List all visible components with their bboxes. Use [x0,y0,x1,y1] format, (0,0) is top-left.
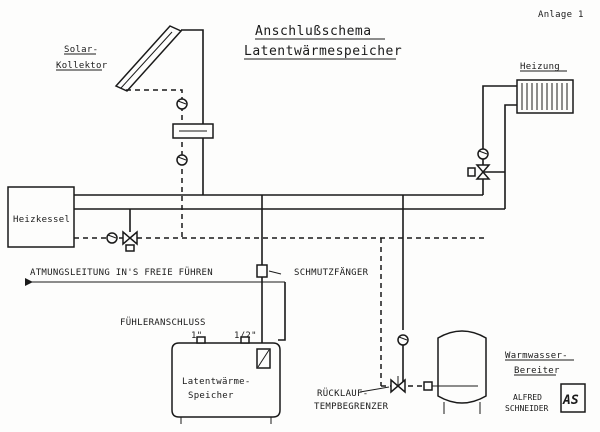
return-label-1: RÜCKLAUF- [317,388,368,399]
water-heater-pump [397,334,409,346]
boiler-box [7,186,75,248]
dirt-trap-label: SCHMUTZFÄNGER [294,267,369,278]
boiler-mixing-valve [122,230,138,252]
vent-pipe [278,282,286,341]
water-heater-label-1: Warmwasser- [505,351,568,361]
return-label-2: TEMPBEGRENZER [314,402,389,412]
port-half-label: 1/2" [234,331,257,341]
logo-letters: AS [562,393,579,408]
solar-pump-lower [176,154,188,166]
solar-label-2: Kollektor [56,61,108,71]
hot-water-heater-tank [423,330,487,414]
annex-label: Anlage 1 [538,10,584,20]
return-temperature-limiter [390,376,406,394]
heating-return-pipe [504,104,517,209]
solar-collector-panel [114,25,183,92]
title-line-2: Latentwärmespeicher [244,44,402,59]
water-heater-label-2: Bereiter [514,366,560,376]
radiator [516,79,574,114]
heating-label: Heizung [520,62,560,72]
company-line-1: ALFRED [513,393,542,402]
dirt-trap [256,264,268,278]
heating-pump [477,148,489,160]
sensor-port [256,348,271,369]
solar-pump-upper [176,98,188,110]
solar-label-1: Solar- [64,45,98,55]
sensor-label: FÜHLERANSCHLUSS [120,317,206,328]
solar-return-pipe [126,89,183,240]
heating-mixing-valve [467,164,491,180]
company-line-2: SCHNEIDER [505,404,549,413]
solar-flow-pipe [181,29,204,195]
vent-label: ATMUNGSLEITUNG IN'S FREIE FÜHREN [30,267,213,278]
boiler-label: Heizkessel [13,215,70,225]
solar-heat-exchanger [172,123,214,139]
latent-heat-storage-tank [171,336,281,424]
title-line-1: Anschlußschema [255,24,372,39]
boiler-pump [106,232,118,244]
storage-label-1: Latentwärme- [182,377,251,387]
port-1-label: 1" [191,331,202,341]
company-logo: AS [560,383,586,413]
storage-label-2: Speicher [188,391,234,401]
